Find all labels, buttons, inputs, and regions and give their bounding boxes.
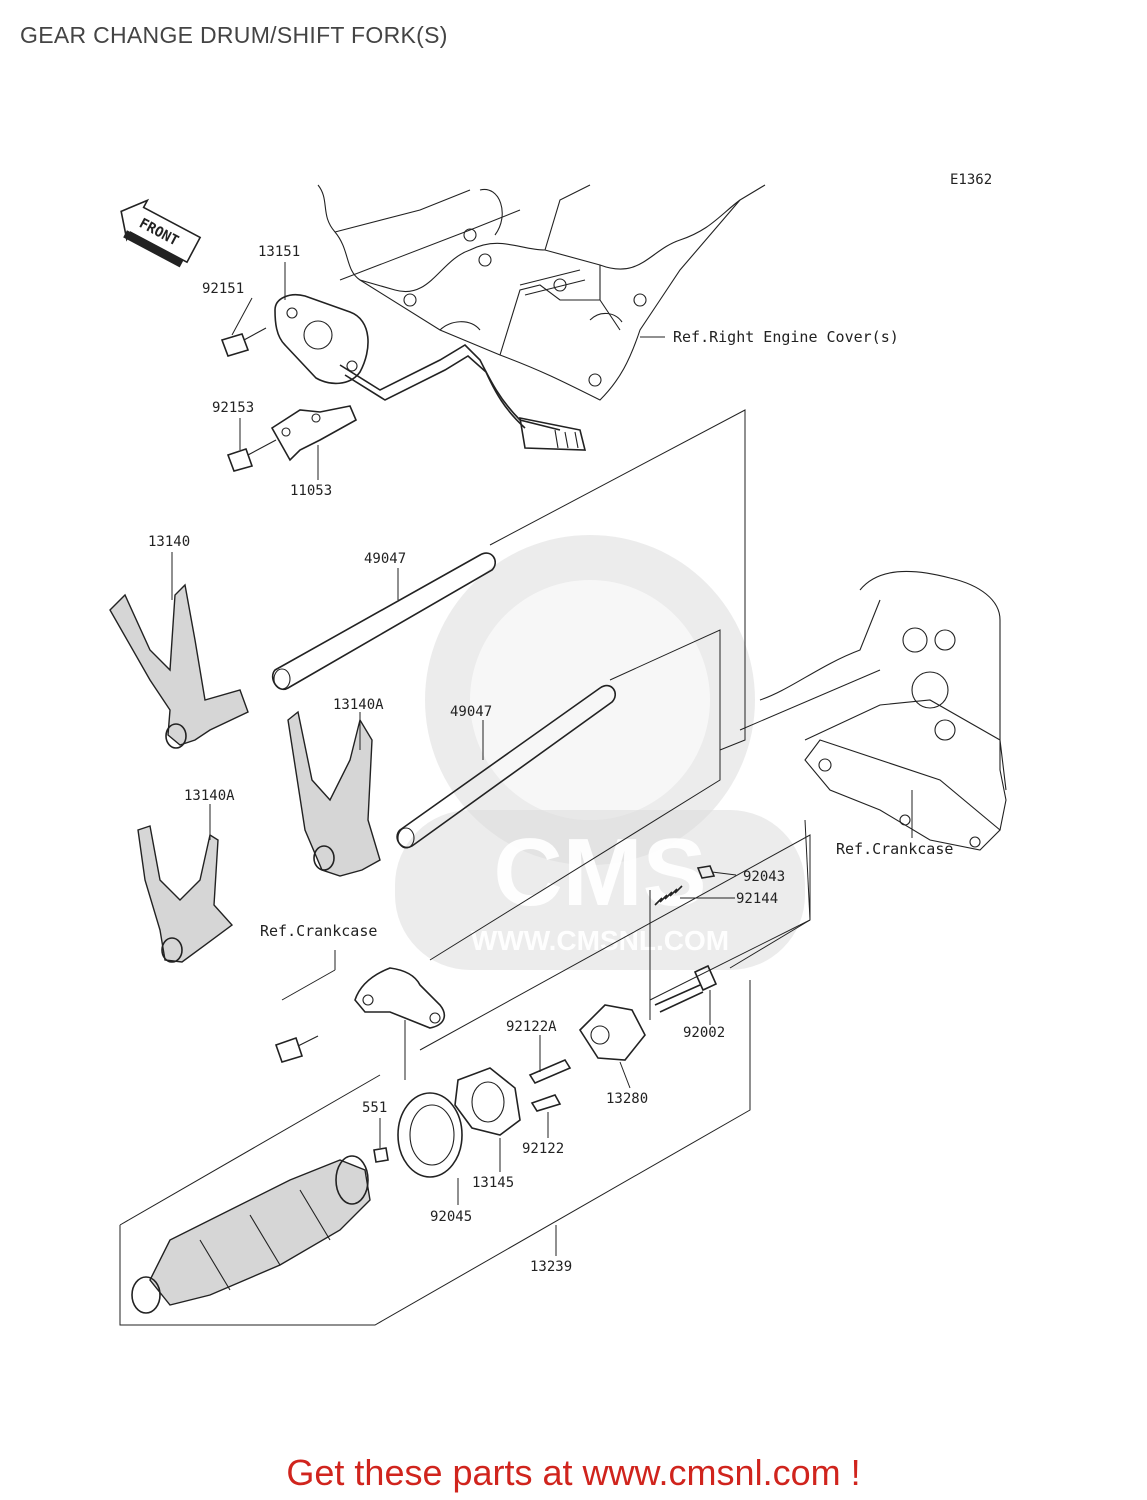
part-label: 92144	[736, 891, 778, 907]
right-crankcase-outline	[759, 570, 1007, 851]
diagram-code: E1362	[950, 172, 992, 188]
shift-fork-13140	[109, 583, 249, 749]
watermark-url: WWW.CMSNL.COM	[471, 925, 729, 956]
part-label: 49047	[450, 704, 492, 720]
ref-crankcase-right: Ref.Crankcase	[836, 840, 953, 858]
leader-lines	[119, 209, 913, 1326]
part-label: 13151	[258, 244, 300, 260]
shift-cam-13280	[578, 1004, 646, 1061]
part-label: 92122A	[506, 1019, 557, 1035]
pin-92043	[696, 865, 716, 879]
watermark-brand: CMS	[493, 819, 706, 926]
shift-fork-13140a-1	[287, 710, 381, 877]
bolt-92002	[654, 964, 718, 1013]
shift-shaft-lower	[396, 684, 616, 849]
shift-fork-13140a-2	[137, 825, 234, 963]
part-label: 92043	[743, 869, 785, 885]
part-label: 49047	[364, 551, 406, 567]
part-label: 92151	[202, 281, 244, 297]
bracket-11053	[270, 405, 358, 462]
crankcase-bracket	[274, 967, 446, 1063]
footer-cta[interactable]: Get these parts at www.cmsnl.com !	[286, 1452, 861, 1493]
shift-shaft-upper	[271, 552, 496, 691]
right-engine-cover-outline	[317, 184, 766, 401]
cms-watermark: CMS WWW.CMSNL.COM	[395, 535, 805, 970]
front-arrow-icon: FRONT	[120, 198, 202, 268]
parts-diagram: CMS WWW.CMSNL.COM E1362 FRONT	[109, 172, 1007, 1326]
holder-13145	[454, 1067, 521, 1136]
part-label: 13239	[530, 1259, 572, 1275]
part-label: 92045	[430, 1209, 472, 1225]
part-label: 13280	[606, 1091, 648, 1107]
part-label: 13145	[472, 1175, 514, 1191]
part-label: 92122	[522, 1141, 564, 1157]
ref-crankcase-left: Ref.Crankcase	[260, 922, 377, 940]
part-label: 13140A	[184, 788, 235, 804]
bolt-92153	[226, 439, 277, 472]
bolt-92151	[220, 327, 267, 357]
part-labels: 13151 92151 92153 11053 13140 49047 1314…	[148, 244, 785, 1275]
bearing-92045	[397, 1092, 463, 1178]
switch-cover-plate	[274, 294, 587, 451]
shift-drum-13239	[131, 1155, 371, 1314]
pin-92122	[530, 1094, 562, 1112]
part-label: 13140	[148, 534, 190, 550]
ref-right-engine-cover: Ref.Right Engine Cover(s)	[673, 328, 899, 346]
page-title: GEAR CHANGE DRUM/SHIFT FORK(S)	[20, 22, 448, 48]
part-label: 92002	[683, 1025, 725, 1041]
part-label: 13140A	[333, 697, 384, 713]
pin-551	[373, 1147, 389, 1163]
part-label: 11053	[290, 483, 332, 499]
part-label: 551	[362, 1100, 387, 1116]
spring-92144	[654, 885, 683, 906]
part-label: 92153	[212, 400, 254, 416]
pin-92122a	[528, 1058, 572, 1085]
